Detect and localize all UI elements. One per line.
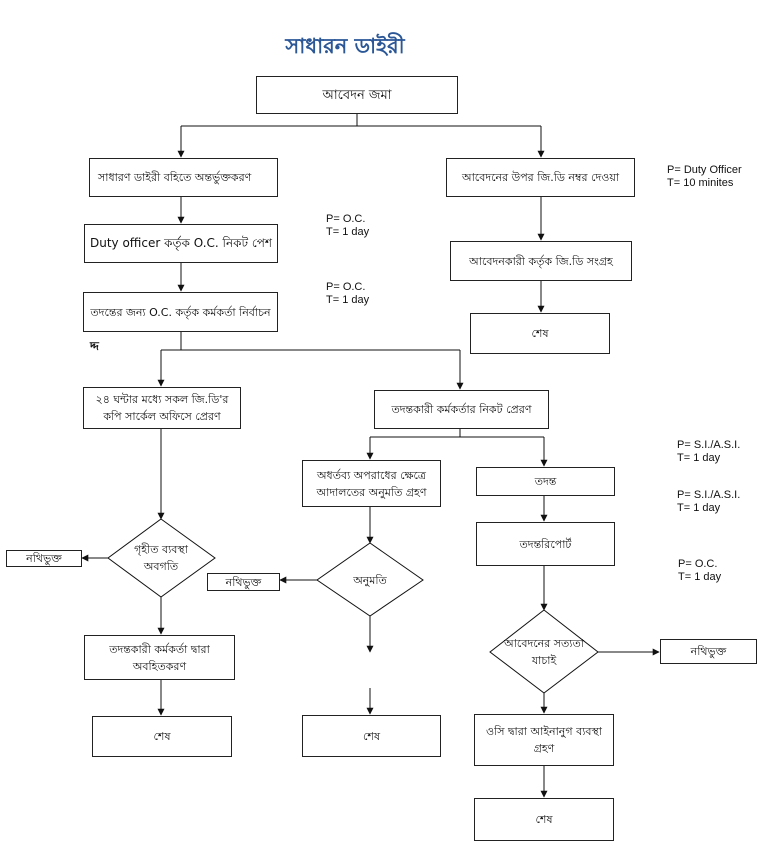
- decision-action-taken: [107, 518, 216, 598]
- note-investigation: P= S.I./A.S.I. T= 1 day: [677, 489, 741, 514]
- stray-glyph: দ্দ: [90, 339, 99, 353]
- box-legal-action: ওসি দ্বারা আইনানুগ ব্যবস্থা গ্রহণ: [474, 714, 614, 766]
- box-end-right: শেষ: [474, 798, 614, 841]
- box-duty-officer: Duty officer কর্তৃক O.C. নিকট পেশ: [84, 224, 278, 263]
- decision-action-taken-label: গৃহীত ব্যবস্থা অবগতি: [134, 543, 188, 573]
- box-end-left: শেষ: [92, 716, 232, 757]
- decision-permission: [316, 542, 424, 617]
- box-send-to-officer: তদন্তকারী কর্মকর্তার নিকট প্রেরণ: [374, 390, 549, 429]
- box-filed-2: নথিভুক্ত: [207, 573, 280, 591]
- diagram-title: সাধারন ডাইরী: [285, 34, 405, 58]
- note-duty-officer: P= O.C. T= 1 day: [326, 213, 370, 238]
- note-assign: P= O.C. T= 1 day: [326, 281, 370, 306]
- box-circle-office: ২৪ ঘন্টার মধ্যে সকল জি.ডি'র কপি সার্কেল …: [83, 387, 241, 429]
- box-filed-1: নথিভুক্ত: [6, 550, 82, 567]
- box-inform: তদন্তকারী কর্মকর্তা দ্বারা অবহিতকরণ: [84, 635, 235, 680]
- box-assign: তদন্তের জন্য O.C. কর্তৃক কর্মকর্তা নির্ব…: [83, 292, 278, 332]
- note-send-to-officer: P= S.I./A.S.I. T= 1 day: [677, 439, 741, 464]
- note-report: P= O.C. T= 1 day: [678, 558, 722, 583]
- box-report: তদন্তরিপোর্ট: [476, 522, 615, 566]
- box-filed-3: নথিভুক্ত: [660, 639, 757, 664]
- box-gd-number: আবেদনের উপর জি.ডি নম্বর দেওয়া: [446, 158, 635, 197]
- decision-permission-label: অনুমতি: [353, 574, 387, 587]
- box-end-mid: শেষ: [302, 715, 441, 757]
- box-submit: আবেদন জমা: [256, 76, 458, 114]
- box-applicant-collect: আবেদনকারী কর্তৃক জি.ডি সংগ্রহ: [450, 241, 632, 281]
- decision-verify-label: আবেদনের সত্যতা যাচাই: [504, 637, 584, 667]
- note-gd-number: P= Duty Officer T= 10 minites: [667, 164, 742, 189]
- box-entry: সাধারণ ডাইরী বহিতে অন্তর্ভুক্তকরণ: [89, 158, 278, 197]
- decision-verify: [489, 609, 599, 694]
- box-investigation: তদন্ত: [476, 467, 615, 496]
- box-court-permission: অধর্তব্য অপরাধের ক্ষেত্রে আদালতের অনুমতি…: [302, 460, 441, 507]
- box-end-top: শেষ: [470, 313, 610, 354]
